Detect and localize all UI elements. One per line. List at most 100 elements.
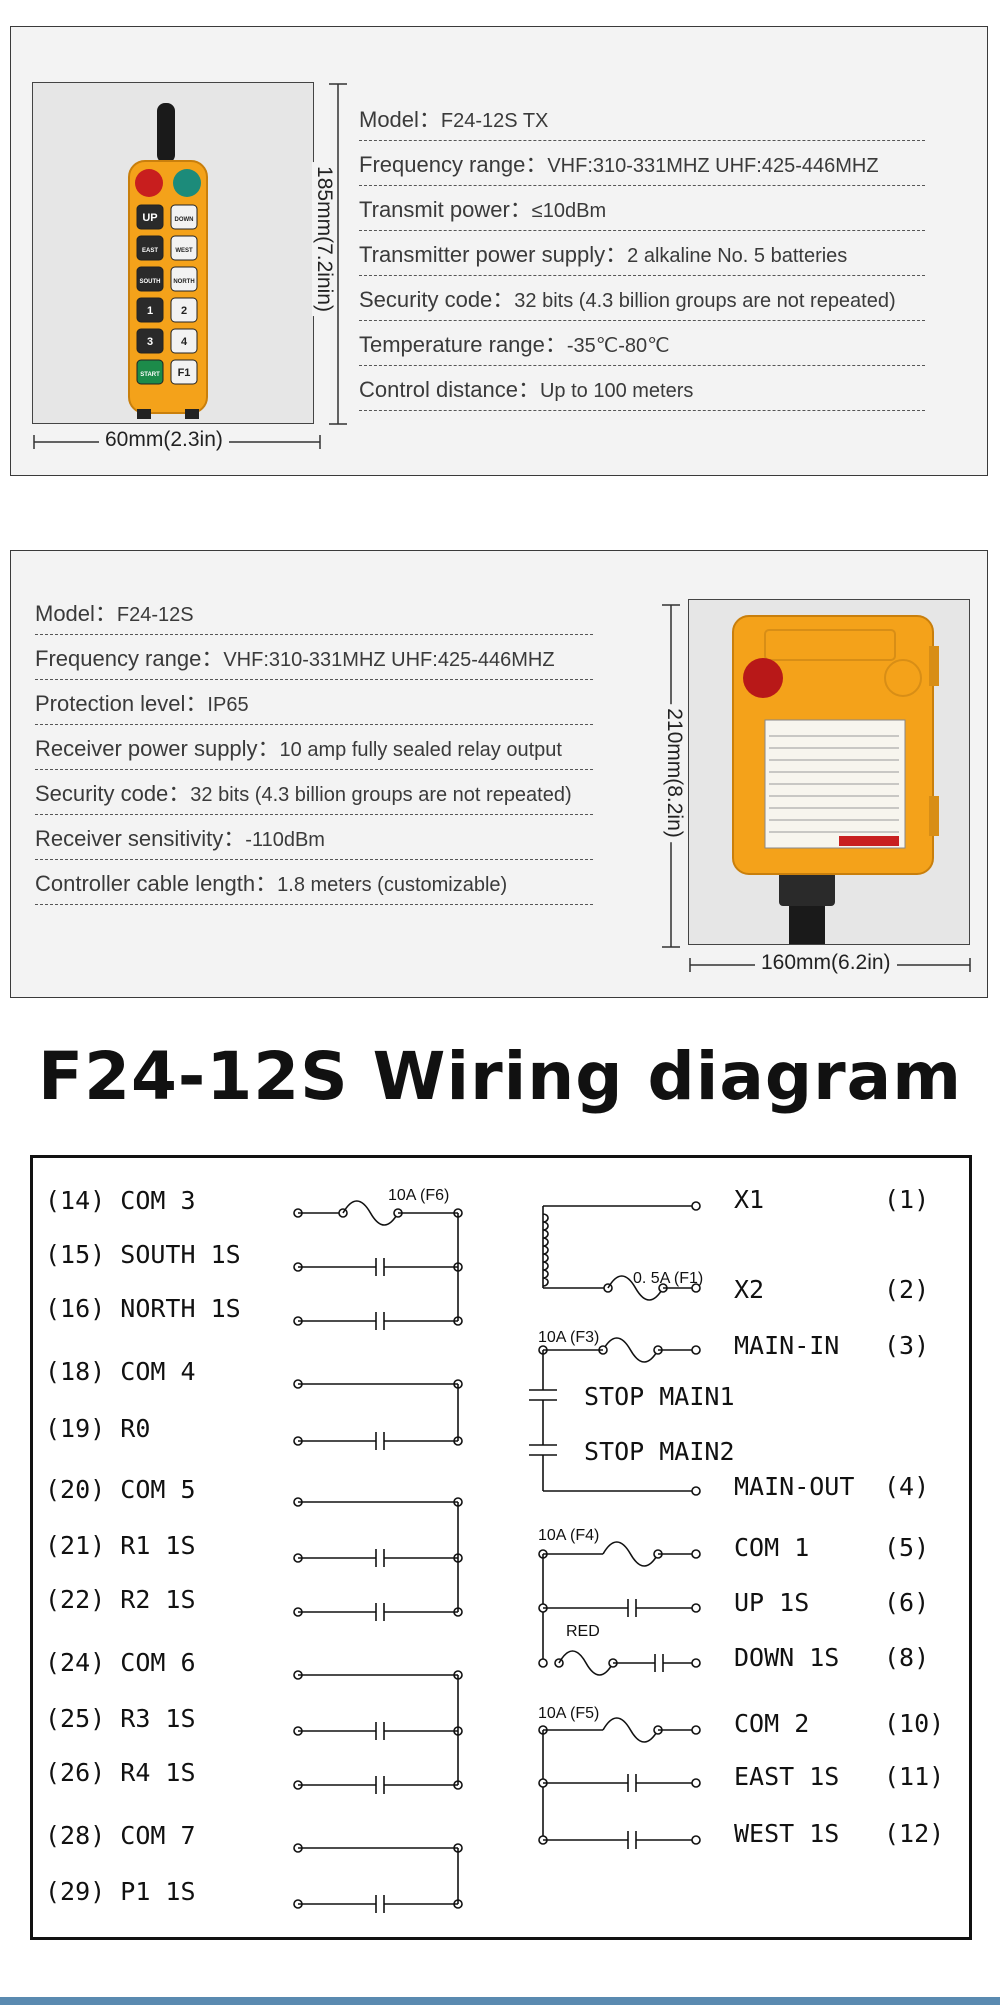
left-terminal-26: (26) R4 1S <box>45 1758 196 1787</box>
wiring-schematic-lines: 10A (F6) 0. 5A (F1) 10A (F3) 10A (F4) RE… <box>293 1187 703 1913</box>
fuse-f4-label: 10A (F4) <box>538 1527 599 1544</box>
fuse-symbol <box>602 1541 659 1567</box>
terminal-node <box>691 1725 701 1735</box>
rx-spec-power-supply: Receiver power supply：10 amp fully seale… <box>35 736 593 770</box>
right-terminal-up: UP 1S <box>734 1588 810 1617</box>
receiver-photo <box>688 599 970 945</box>
keypad-button-south <box>136 266 164 292</box>
terminal-node <box>691 1283 701 1293</box>
receiver-box-image <box>732 615 939 944</box>
tx-spec-control-distance: Control distance：Up to 100 meters <box>359 377 925 411</box>
keypad-button-label: 3 <box>147 336 153 348</box>
right-terminal-down: DOWN 1S <box>734 1643 840 1672</box>
right-terminal-x1-num: (1) <box>884 1185 930 1214</box>
keypad-button-west <box>170 235 198 261</box>
wiring-diagram-title: F24-12S Wiring diagram <box>38 1038 962 1115</box>
keypad-button-up <box>136 204 164 230</box>
fuse-f3-label: 10A (F3) <box>538 1329 599 1346</box>
rx-spec-protection: Protection level：IP65 <box>35 691 593 725</box>
receiver-spec-card: Model：F24-12S Frequency range：VHF:310-33… <box>10 550 988 998</box>
keypad-button-down <box>170 204 198 230</box>
right-terminal-west-num: (12) <box>884 1819 945 1848</box>
right-terminal-up-num: (6) <box>884 1588 930 1617</box>
fuse-symbol <box>602 1717 659 1743</box>
left-terminal-20: (20) COM 5 <box>45 1475 196 1504</box>
rx-spec-security-code: Security code：32 bits (4.3 billion group… <box>35 781 593 815</box>
left-terminal-19: (19) R0 <box>45 1414 151 1443</box>
left-terminal-28: (28) COM 7 <box>45 1821 196 1850</box>
keypad-button-f1 <box>170 359 198 385</box>
bottom-accent-bar <box>0 1997 1000 2005</box>
keypad-button-label: 4 <box>181 336 188 348</box>
stop-main1-label: STOP MAIN1 <box>584 1382 735 1411</box>
keypad-button-start <box>136 359 164 385</box>
left-terminal-14: (14) COM 3 <box>45 1186 196 1215</box>
tx-spec-frequency: Frequency range：VHF:310-331MHZ UHF:425-4… <box>359 152 925 186</box>
right-terminal-com1-num: (5) <box>884 1533 930 1562</box>
fuse-symbol <box>607 1275 664 1301</box>
fuse-symbol <box>558 1650 614 1676</box>
right-terminal-x2: X2 <box>734 1275 765 1304</box>
right-terminal-main-out-num: (4) <box>884 1472 930 1501</box>
keypad-button-label: DOWN <box>175 217 194 223</box>
receiver-width-label: 160mm(6.2in) <box>755 951 897 975</box>
terminal-node <box>691 1835 701 1845</box>
right-terminal-east: EAST 1S <box>734 1762 840 1791</box>
right-terminal-x2-num: (2) <box>884 1275 930 1304</box>
keypad-button-4 <box>170 328 198 354</box>
fuse-symbol <box>342 1200 399 1226</box>
right-terminal-main-out: MAIN-OUT <box>734 1472 855 1501</box>
keypad-button-label: 1 <box>147 305 153 317</box>
keypad-button-label: 2 <box>181 305 187 317</box>
keypad-button-3 <box>136 328 164 354</box>
keypad-button-label: UP <box>142 212 157 224</box>
right-terminal-main-in-num: (3) <box>884 1331 930 1360</box>
left-terminal-18: (18) COM 4 <box>45 1357 196 1386</box>
keypad-button-label: WEST <box>175 248 193 254</box>
keypad-button-north <box>170 266 198 292</box>
rx-spec-cable-length: Controller cable length：1.8 meters (cust… <box>35 871 593 905</box>
rx-spec-model: Model：F24-12S <box>35 601 593 635</box>
stop-main2-label: STOP MAIN2 <box>584 1437 735 1466</box>
terminal-node <box>691 1549 701 1559</box>
right-terminal-com2-num: (10) <box>884 1709 945 1738</box>
right-terminal-down-num: (8) <box>884 1643 930 1672</box>
rx-spec-sensitivity: Receiver sensitivity：-110dBm <box>35 826 593 860</box>
receiver-height-label: 210mm(8.2in) <box>661 704 686 842</box>
keypad-button-label: START <box>140 372 160 378</box>
keypad-button-1 <box>136 297 164 323</box>
tx-spec-power-supply: Transmitter power supply：2 alkaline No. … <box>359 242 925 276</box>
left-terminal-25: (25) R3 1S <box>45 1704 196 1733</box>
left-terminal-29: (29) P1 1S <box>45 1877 196 1906</box>
keypad-button-east <box>136 235 164 261</box>
right-terminal-main-in: MAIN-IN <box>734 1331 840 1360</box>
terminal-node <box>691 1658 701 1668</box>
right-terminal-west: WEST 1S <box>734 1819 840 1848</box>
rx-spec-frequency: Frequency range：VHF:310-331MHZ UHF:425-4… <box>35 646 593 680</box>
wiring-diagram: 10A (F6) 0. 5A (F1) 10A (F3) 10A (F4) RE… <box>30 1155 972 1940</box>
right-terminal-east-num: (11) <box>884 1762 945 1791</box>
fuse-f1-label: 0. 5A (F1) <box>633 1270 703 1287</box>
fuse-symbol <box>602 1337 659 1363</box>
tx-spec-transmit-power: Transmit power：≤10dBm <box>359 197 925 231</box>
keypad-button-2 <box>170 297 198 323</box>
keypad-button-label: NORTH <box>173 279 194 285</box>
right-terminal-com1: COM 1 <box>734 1533 810 1562</box>
tx-spec-temperature: Temperature range：-35℃-80℃ <box>359 332 925 366</box>
keypad-button-label: F1 <box>178 367 191 379</box>
terminal-node <box>691 1486 701 1496</box>
left-terminal-21: (21) R1 1S <box>45 1531 196 1560</box>
fuse-f5-label: 10A (F5) <box>538 1705 599 1722</box>
coil-symbol <box>542 1213 549 1287</box>
transmitter-height-label: 185mm(7.2inin) <box>311 162 336 316</box>
left-terminal-16: (16) NORTH 1S <box>45 1294 241 1323</box>
transmitter-height-dimension-line <box>329 83 347 425</box>
fuse-f6-label: 10A (F6) <box>388 1187 449 1204</box>
terminal-node <box>691 1778 701 1788</box>
left-terminal-15: (15) SOUTH 1S <box>45 1240 241 1269</box>
keypad-button-label: EAST <box>142 248 158 254</box>
red-wire-label: RED <box>566 1623 600 1640</box>
